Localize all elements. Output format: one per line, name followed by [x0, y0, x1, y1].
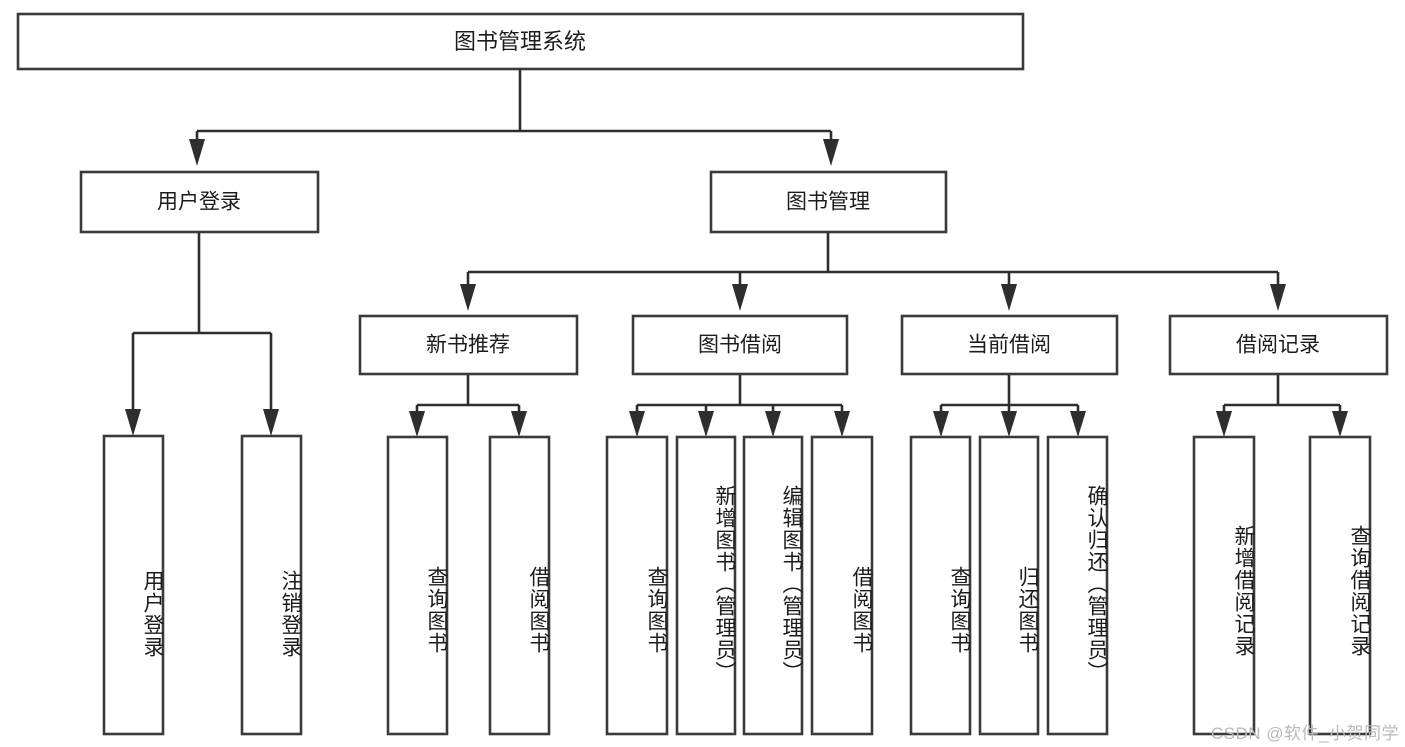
connector-group-user-login [125, 232, 279, 436]
leaf-box-book-borrow-3[interactable] [742, 435, 804, 736]
node-root-label: 图书管理系统 [454, 29, 586, 54]
arrow-head-borrowrecord-leaf-1 [1216, 411, 1232, 437]
node-borrow-record-box[interactable] [1168, 314, 1389, 376]
node-new-book-recommend-box[interactable] [358, 314, 579, 376]
leaf-box-borrow-record-2[interactable] [1308, 435, 1372, 736]
arrow-head-currentborrow-leaf-3 [1070, 411, 1086, 437]
connector-group-current-borrow [933, 374, 1086, 437]
node-borrow-record[interactable]: 借阅记录 [1168, 314, 1389, 376]
node-current-borrow-box[interactable] [900, 314, 1119, 376]
arrow-head-newbook-leaf-2 [511, 411, 527, 437]
leaf-box-user-login-2[interactable] [240, 434, 303, 736]
arrow-head-currentborrow-leaf-2 [1001, 411, 1017, 437]
leaf-box-current-borrow-1[interactable] [909, 435, 972, 736]
node-current-borrow[interactable]: 当前借阅 [900, 314, 1119, 376]
arrow-head-user-leaf-1 [125, 409, 141, 436]
arrow-head-current-borrow [1001, 284, 1017, 311]
node-user-login-label: 用户登录 [157, 191, 241, 214]
leaf-box-book-borrow-2[interactable] [675, 435, 737, 736]
node-borrow-record-label: 借阅记录 [1236, 334, 1320, 357]
arrow-head-book-borrow [732, 284, 748, 311]
leaf-box-book-borrow-1[interactable] [605, 435, 669, 736]
node-book-manage-box[interactable] [709, 170, 948, 234]
connector-group-book-manage [460, 232, 1286, 311]
connector-group-borrow-record [1216, 374, 1348, 437]
arrow-head-currentborrow-leaf-1 [933, 411, 949, 437]
arrow-head-bookborrow-leaf-4 [834, 411, 850, 437]
connector-group-new-book [409, 374, 527, 437]
node-book-borrow-label: 图书借阅 [698, 334, 782, 357]
arrow-head-new-book [460, 284, 476, 311]
leaf-box-current-borrow-3[interactable] [1046, 435, 1109, 736]
arrow-head-book-manage [823, 139, 839, 166]
leaf-box-book-borrow-4[interactable] [810, 435, 874, 736]
leaf-box-new-book-1[interactable] [386, 435, 449, 736]
node-root[interactable]: 图书管理系统 [16, 12, 1025, 71]
connector-group-root [189, 68, 839, 166]
arrow-head-newbook-leaf-1 [409, 411, 425, 437]
arrow-head-bookborrow-leaf-1 [629, 411, 645, 437]
node-book-manage-label: 图书管理 [786, 191, 870, 214]
node-user-login[interactable]: 用户登录 [79, 170, 320, 234]
leaf-box-borrow-record-1[interactable] [1192, 435, 1256, 736]
csdn-watermark: CSDN @软件_小贺同学 [1210, 724, 1399, 743]
node-current-borrow-label: 当前借阅 [967, 334, 1051, 357]
leaf-box-new-book-2[interactable] [488, 435, 551, 736]
node-root-box[interactable] [16, 12, 1025, 71]
arrow-head-bookborrow-leaf-3 [765, 411, 781, 437]
node-new-book-recommend-label: 新书推荐 [426, 334, 510, 357]
arrow-head-borrow-record [1270, 284, 1286, 311]
connector-group-book-borrow [629, 374, 850, 437]
node-user-login-box[interactable] [79, 170, 320, 234]
arrow-head-user-login [189, 139, 205, 166]
node-book-borrow-box[interactable] [631, 314, 849, 376]
arrow-head-bookborrow-leaf-2 [698, 411, 714, 437]
leaf-box-user-login-1[interactable] [102, 434, 165, 736]
leaf-box-current-borrow-2[interactable] [978, 435, 1040, 736]
arrow-head-borrowrecord-leaf-2 [1332, 411, 1348, 437]
node-book-borrow[interactable]: 图书借阅 [631, 314, 849, 376]
node-new-book-recommend[interactable]: 新书推荐 [358, 314, 579, 376]
arrow-head-user-leaf-2 [263, 409, 279, 436]
node-book-manage[interactable]: 图书管理 [709, 170, 948, 234]
